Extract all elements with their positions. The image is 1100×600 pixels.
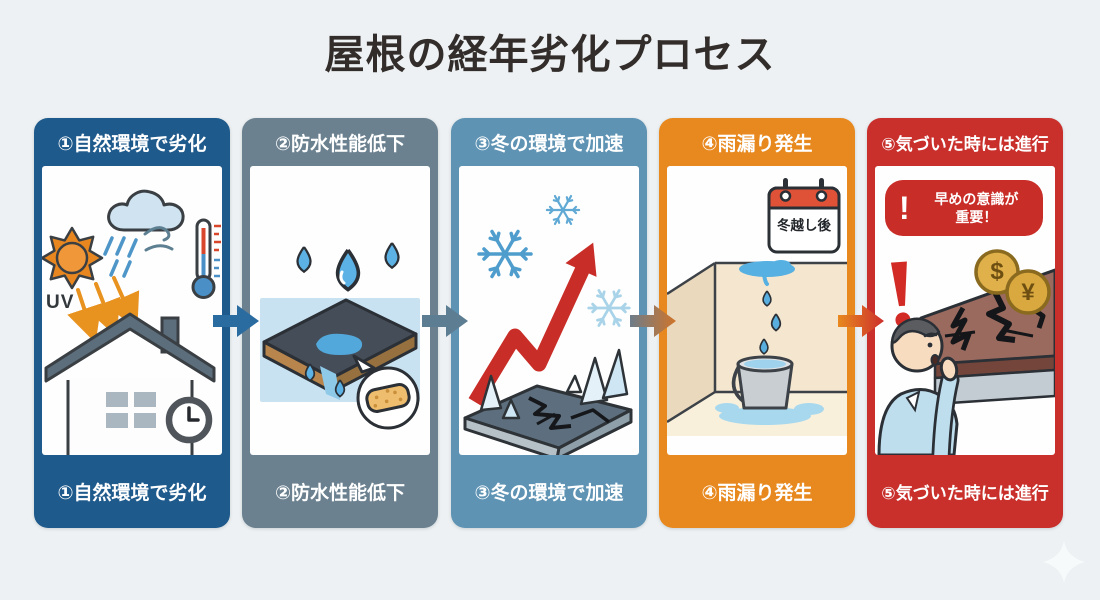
sparkle-icon bbox=[1043, 541, 1085, 583]
step-4-header: ④雨漏り発生 bbox=[701, 133, 813, 155]
flow-arrow-2 bbox=[422, 305, 468, 337]
sponge-bubble-icon bbox=[352, 354, 420, 430]
crack-lines bbox=[528, 396, 611, 430]
step-5-footer: ⑤気づいた時には進行 bbox=[881, 484, 1049, 503]
worried-person-icon bbox=[877, 317, 960, 455]
house-icon bbox=[44, 312, 216, 455]
wind-icon bbox=[143, 226, 174, 252]
step-2-illustration bbox=[250, 166, 430, 455]
step-panel-5: ⑤気づいた時には進行 bbox=[867, 118, 1063, 528]
natural-weathering-scene bbox=[42, 189, 221, 455]
warning-text-line2: 重要！ bbox=[955, 209, 998, 225]
calendar-icon bbox=[767, 178, 841, 254]
step-4-footer: ④雨漏り発生 bbox=[701, 483, 813, 504]
thermometer-icon bbox=[191, 218, 221, 299]
drop-highlight bbox=[339, 270, 346, 285]
flow-arrow-3 bbox=[630, 305, 676, 337]
water-spill-icon bbox=[320, 366, 340, 400]
calendar-label: 冬越し後 bbox=[777, 218, 831, 233]
progressed-damage-scene bbox=[877, 249, 1055, 455]
bucket-icon bbox=[731, 355, 794, 410]
warning-text-line1: 早めの意識が bbox=[934, 190, 1019, 207]
step-1-footer: ①自然環境で劣化 bbox=[57, 483, 207, 504]
waterproofing-loss-scene bbox=[260, 241, 420, 430]
ice-shard-icon bbox=[479, 348, 629, 420]
dollar-symbol: $ bbox=[990, 258, 1004, 285]
step-panel-4: ④雨漏り発生 bbox=[659, 118, 855, 528]
step-5-illustration: ! 早めの意識が 重要！ $ ¥ bbox=[875, 166, 1055, 455]
clock-icon bbox=[165, 396, 213, 444]
warning-badge: ! 早めの意識が 重要！ bbox=[885, 180, 1043, 236]
step-3-illustration bbox=[459, 166, 639, 455]
step-1-header: ①自然環境で劣化 bbox=[57, 133, 207, 155]
window-icon bbox=[106, 392, 156, 428]
uv-label: UV bbox=[46, 292, 75, 313]
step-4-illustration: 冬越し後 bbox=[667, 166, 847, 455]
yen-symbol: ¥ bbox=[1021, 279, 1035, 306]
uv-arrows-icon bbox=[67, 276, 140, 344]
water-pool bbox=[316, 333, 363, 355]
winter-acceleration-scene bbox=[463, 194, 633, 455]
step-1-illustration: UV bbox=[42, 166, 222, 455]
exclamation-icon bbox=[890, 261, 911, 328]
step-2-footer: ②防水性能低下 bbox=[274, 483, 406, 504]
water-drop-icon bbox=[296, 241, 400, 292]
step-2-header: ②防水性能低下 bbox=[274, 133, 406, 155]
warning-mark: ! bbox=[899, 190, 910, 226]
sun-icon bbox=[42, 226, 104, 290]
flow-arrow-1 bbox=[213, 305, 259, 337]
ceiling-leak-icon bbox=[739, 260, 795, 286]
step-3-header: ③冬の環境で加速 bbox=[474, 133, 624, 155]
page-title: 屋根の経年劣化プロセス bbox=[324, 33, 776, 77]
snowflake-icon bbox=[477, 194, 631, 327]
rain-leak-scene bbox=[667, 178, 847, 436]
step-3-footer: ③冬の環境で加速 bbox=[474, 483, 624, 504]
rain-cloud-icon bbox=[103, 189, 185, 278]
step-panel-2: ②防水性能低下 bbox=[242, 118, 438, 528]
step-panel-3: ③冬の環境で加速 bbox=[451, 118, 647, 528]
rising-arrow-icon bbox=[468, 242, 597, 406]
warning-text: 早めの意識が 重要！ bbox=[910, 190, 1043, 226]
puddle-icon bbox=[715, 403, 824, 425]
coin-yen-icon bbox=[1005, 269, 1051, 315]
step-panel-1: ①自然環境で劣化 bbox=[34, 118, 230, 528]
step-5-header: ⑤気づいた時には進行 bbox=[881, 134, 1049, 154]
flow-arrow-4 bbox=[838, 305, 884, 337]
